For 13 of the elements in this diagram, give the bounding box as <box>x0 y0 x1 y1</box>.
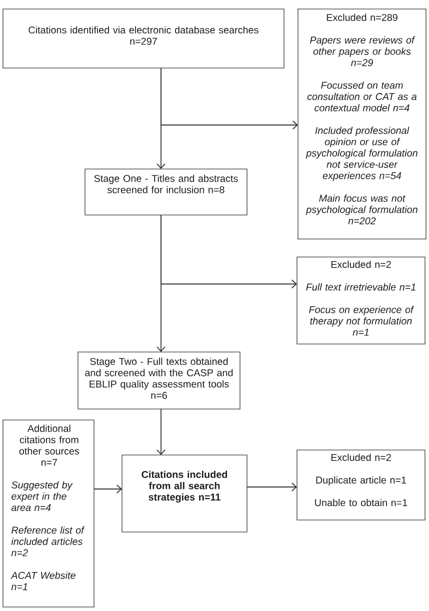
arrow <box>156 408 166 455</box>
exclusion-box: Excluded n=2 Duplicate article n=1 Unable to obtain n=1 <box>296 450 426 520</box>
arrow <box>94 484 122 494</box>
process-box: Stage Two - Full texts obtained and screened with the CASP and EBLIP quality assessment tools n=6 <box>78 352 240 410</box>
exclusion-box: Excluded n=2 Full text irretrievable n=1 Focus on experience of therapy not formulation n=1 <box>296 256 426 344</box>
process-box: Stage One - Titles and abstracts screened for inclusion n=8 <box>84 168 248 216</box>
process-box: Citations included from all search strategies n=11 <box>122 454 248 532</box>
arrow <box>156 214 166 352</box>
arrow <box>246 482 297 492</box>
source-box: Additional citations from other sources n=7 Suggested by expert in the area n=4 Reference list of included articles n=2 ACAT Website n=1 <box>2 420 94 608</box>
process-box: Citations identified via electronic database searches n=297 <box>2 8 284 68</box>
arrow <box>156 68 166 169</box>
exclusion-box: Excluded n=289 Papers were reviews of other papers or books n=29 Focussed on team consultation or CAT as a contextual model n=4 Included professional opinion or use of psychological formulation not service-user experiences n=54 Main focus was not psychological formulation n=202 <box>298 8 426 240</box>
